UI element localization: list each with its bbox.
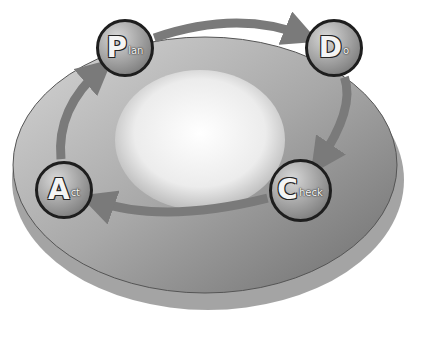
step-word: heck [299, 188, 323, 198]
step-word: ct [71, 188, 80, 198]
step-letter: P [107, 34, 128, 62]
cycle-step-circle: Act [35, 161, 93, 219]
cycle-step-circle: Check [269, 159, 332, 222]
step-word: o [343, 46, 349, 56]
cycle-step-circle: Plan [96, 19, 154, 77]
cycle-arrow [60, 68, 101, 159]
step-letter: D [319, 34, 342, 62]
step-letter: C [277, 176, 298, 204]
ring-core [115, 70, 285, 210]
cycle-arrow [154, 23, 305, 38]
step-word: lan [128, 46, 143, 56]
step-letter: A [48, 176, 70, 204]
cycle-step-circle: Do [305, 19, 363, 77]
cycle-arrow [93, 198, 267, 212]
cycle-arrow [319, 77, 347, 162]
